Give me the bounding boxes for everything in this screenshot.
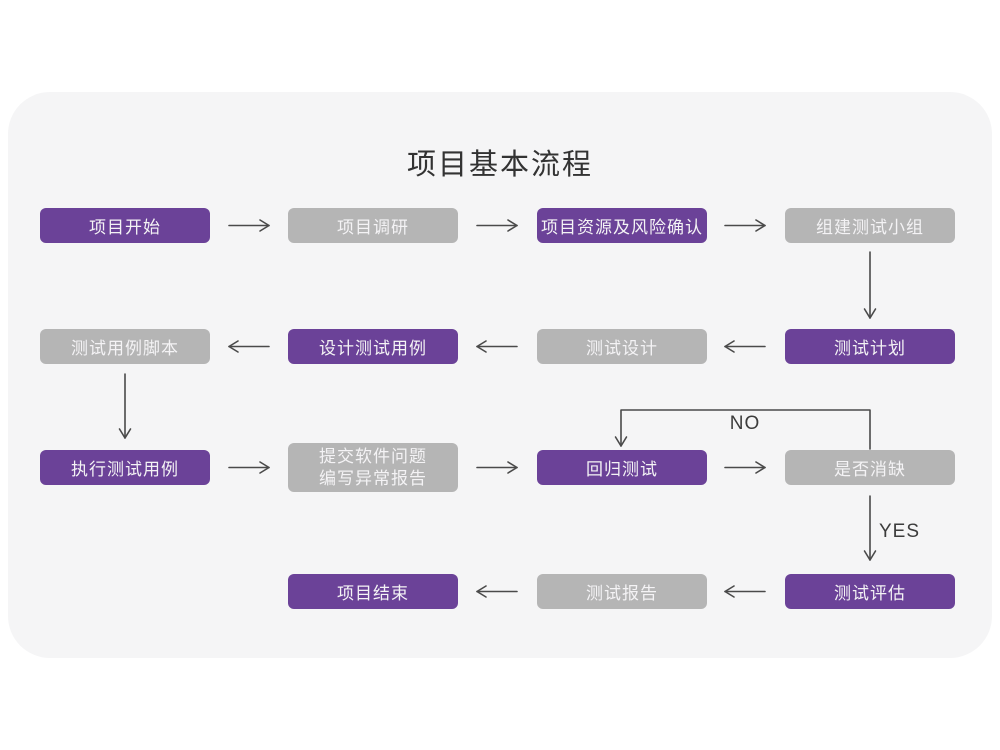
node-label: 测试用例脚本 xyxy=(71,339,179,358)
node-label: 测试设计 xyxy=(586,339,658,358)
node-execute-test-cases: 执行测试用例 xyxy=(40,450,210,485)
node-build-test-team: 组建测试小组 xyxy=(785,208,955,243)
node-label: 是否消缺 xyxy=(834,460,906,479)
node-test-report: 测试报告 xyxy=(537,574,707,609)
node-defect-cleared: 是否消缺 xyxy=(785,450,955,485)
branch-label-no: NO xyxy=(729,413,761,434)
node-test-plan: 测试计划 xyxy=(785,329,955,364)
flowchart-card xyxy=(8,92,992,658)
node-label: 设计测试用例 xyxy=(319,339,427,358)
node-label: 项目调研 xyxy=(337,218,409,237)
node-label: 项目结束 xyxy=(337,584,409,603)
diagram-title: 项目基本流程 xyxy=(406,149,593,181)
branch-label-yes: YES xyxy=(879,521,921,542)
node-label: 项目开始 xyxy=(89,218,161,237)
node-test-design: 测试设计 xyxy=(537,329,707,364)
node-design-test-cases: 设计测试用例 xyxy=(288,329,458,364)
node-label: 项目资源及风险确认 xyxy=(541,218,703,237)
node-label-line2: 编写异常报告 xyxy=(319,468,427,488)
node-submit-issue-report: 提交软件问题 编写异常报告 xyxy=(288,443,458,492)
node-regression-test: 回归测试 xyxy=(537,450,707,485)
node-label: 执行测试用例 xyxy=(71,460,179,479)
node-test-case-scripts: 测试用例脚本 xyxy=(40,329,210,364)
node-project-start: 项目开始 xyxy=(40,208,210,243)
node-test-evaluation: 测试评估 xyxy=(785,574,955,609)
node-label: 测试评估 xyxy=(834,584,906,603)
node-label: 测试报告 xyxy=(586,584,658,603)
node-label: 回归测试 xyxy=(586,460,658,479)
node-project-research: 项目调研 xyxy=(288,208,458,243)
node-label: 测试计划 xyxy=(834,339,906,358)
node-label-line1: 提交软件问题 xyxy=(319,446,427,466)
node-label: 组建测试小组 xyxy=(816,218,924,237)
node-resource-risk-confirm: 项目资源及风险确认 xyxy=(537,208,707,243)
node-project-end: 项目结束 xyxy=(288,574,458,609)
